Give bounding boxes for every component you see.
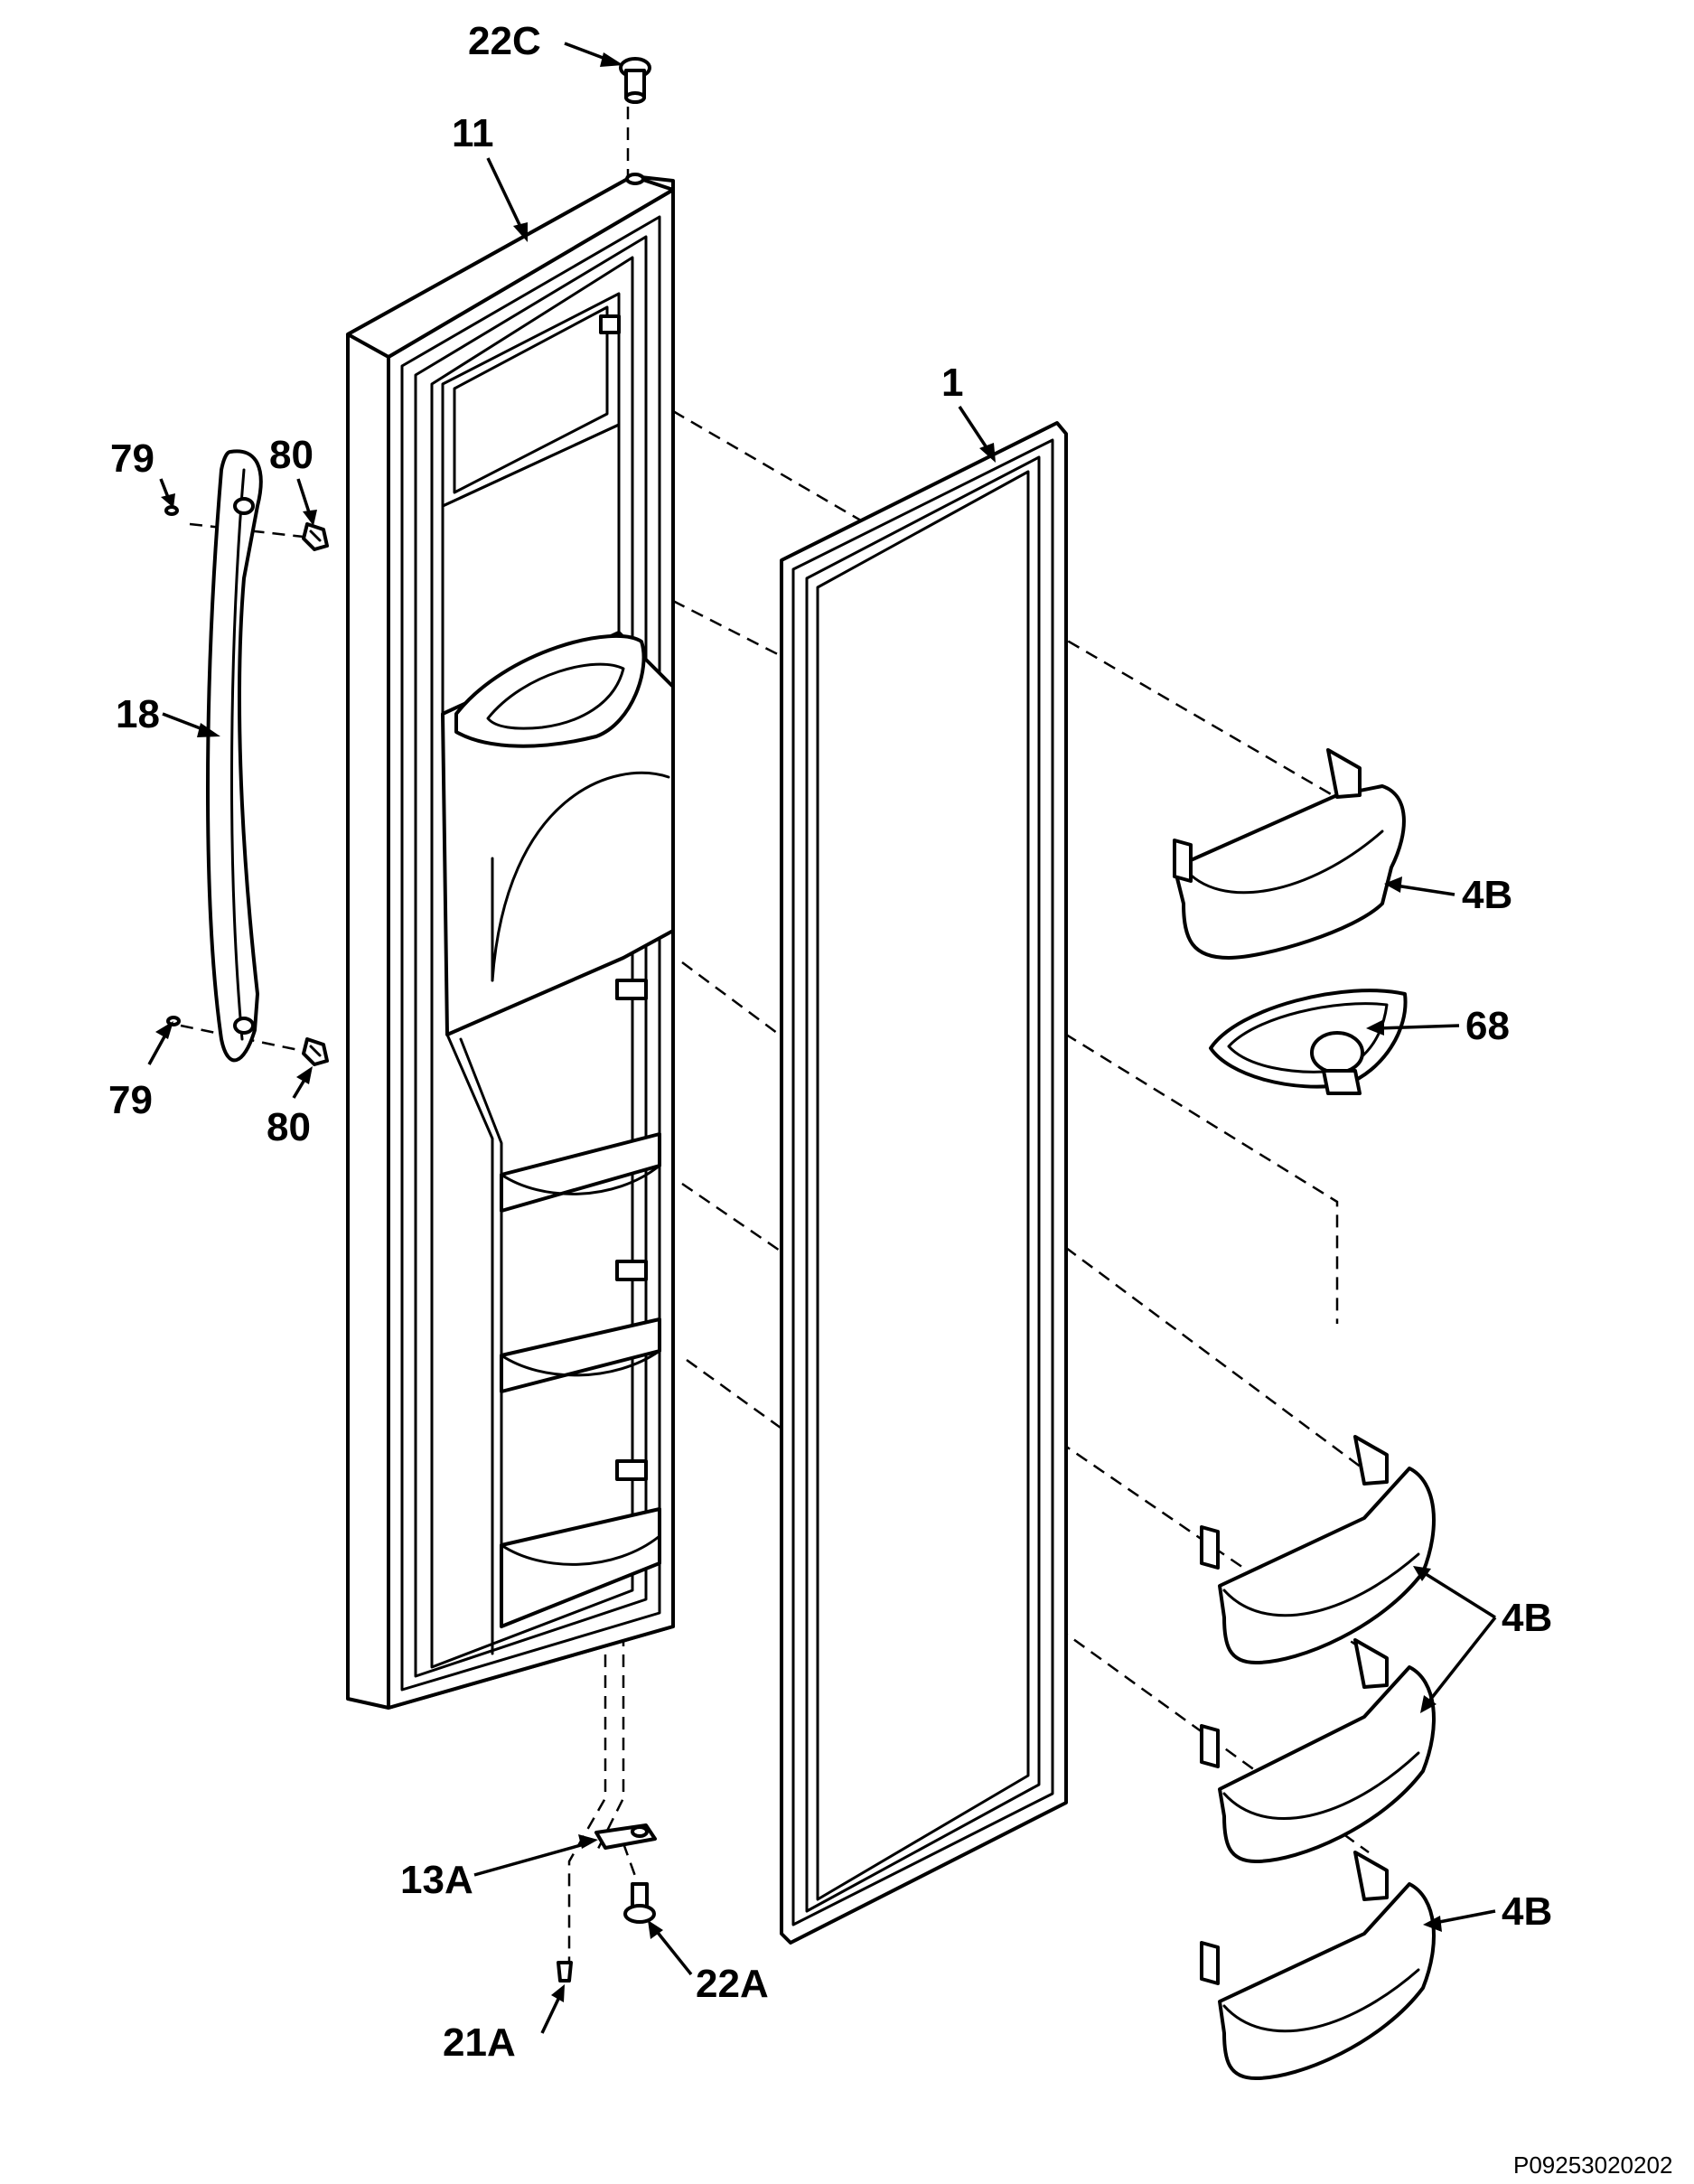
label-22c: 22C bbox=[468, 19, 541, 63]
door-bin-4b-upper bbox=[1173, 748, 1406, 960]
image-code: P09253020202 bbox=[1513, 2151, 1672, 2179]
label-21a: 21A bbox=[443, 2020, 516, 2065]
label-4b-lower: 4B bbox=[1502, 1889, 1552, 1934]
hinge-pin-22c bbox=[619, 57, 651, 104]
label-4b-group: 4B bbox=[1502, 1596, 1552, 1640]
label-11: 11 bbox=[452, 111, 494, 155]
screw-79-top bbox=[164, 505, 179, 516]
fastener-80-top bbox=[302, 522, 329, 551]
dispenser-cup-68 bbox=[1209, 989, 1408, 1095]
label-80-top: 80 bbox=[269, 433, 314, 477]
fastener-80-bottom bbox=[302, 1037, 329, 1066]
gasket-1 bbox=[780, 421, 1068, 1945]
part-labels: 22C 11 1 79 80 18 4B 68 79 80 4B 13A 22A… bbox=[108, 19, 1552, 2065]
label-80-bottom: 80 bbox=[267, 1105, 311, 1149]
handle-18 bbox=[206, 449, 263, 1063]
door-bin-4b-lower bbox=[1200, 1851, 1436, 2080]
hinge-bracket-13a bbox=[594, 1823, 657, 1850]
door-bin-4b-group-top bbox=[1200, 1435, 1436, 1664]
door-11 bbox=[346, 173, 675, 1710]
label-79-top: 79 bbox=[110, 436, 154, 481]
label-22a: 22A bbox=[696, 1962, 769, 2006]
door-bin-4b-group-bottom bbox=[1200, 1638, 1436, 1863]
label-13a: 13A bbox=[400, 1858, 473, 1902]
label-18: 18 bbox=[116, 692, 160, 736]
label-1: 1 bbox=[941, 361, 963, 405]
hinge-pin-22a bbox=[623, 1882, 656, 1924]
label-68: 68 bbox=[1465, 1004, 1510, 1048]
label-79-bottom: 79 bbox=[108, 1078, 153, 1122]
label-4b-upper: 4B bbox=[1462, 873, 1512, 917]
screw-21a bbox=[557, 1961, 573, 1982]
leader-lines bbox=[147, 42, 1497, 2034]
